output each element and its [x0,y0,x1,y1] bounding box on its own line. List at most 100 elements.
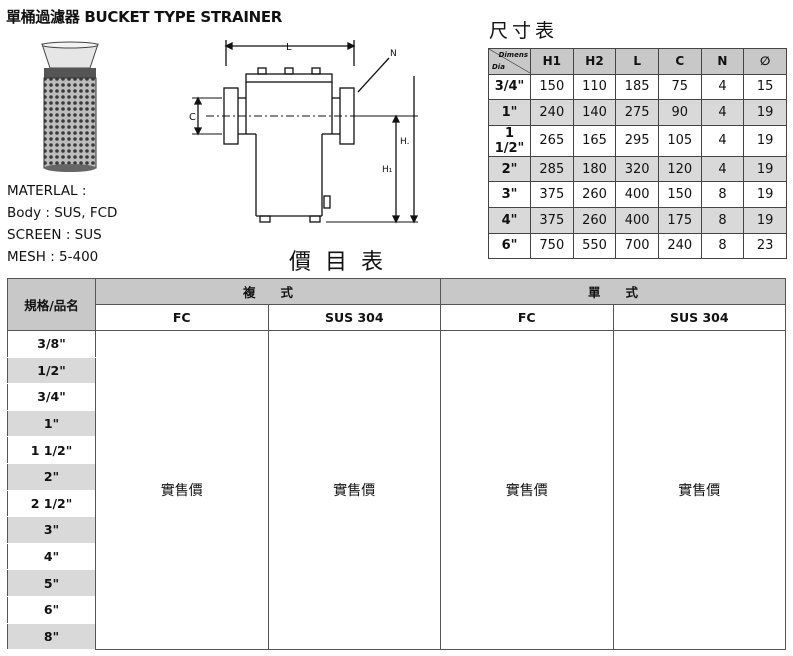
corner-dimens-label: Dimens [498,51,528,60]
material-heading: MATERLAL : [7,183,87,199]
dimension-value-cell: 19 [743,124,787,157]
material-body: Body : SUS, FCD [7,205,118,221]
dimension-value-cell: 400 [615,181,659,208]
price-value-cell: 實售價 [95,329,269,651]
price-value-cell: 實售價 [440,329,614,651]
dimension-value-cell: 4 [700,99,745,126]
sub-header-compound-fc: FC [95,304,269,331]
col-l: L [615,48,659,75]
col-n: N [700,48,745,75]
dimension-value-cell: 4 [700,124,745,157]
dimension-value-cell: 400 [615,206,659,234]
dimension-value-cell: 8 [700,181,745,208]
dimension-value-cell: 15 [743,73,787,101]
dimension-header-row: Dimens Dia H1 H2 L C N ∅ [488,48,787,75]
price-row: 1 1/2" [7,436,786,464]
dimension-value-cell: 90 [657,99,702,126]
dimension-size-cell: 1" [488,99,531,126]
corner-dia-label: Dia [492,63,505,72]
label-H1: H₁ [382,165,393,175]
dimension-value-cell: 75 [657,73,702,101]
sub-header-single-sus304: SUS 304 [612,304,786,331]
label-L: L [286,42,292,53]
dimension-corner-cell: Dimens Dia [488,48,531,75]
sub-header-compound-sus304: SUS 304 [267,304,441,331]
price-size-cell: 3/4" [7,383,96,411]
dimension-value-cell: 4 [700,155,745,183]
group-header-single: 單 式 [440,278,786,305]
dimension-value-cell: 240 [657,232,702,260]
price-size-cell: 3" [7,516,96,544]
group-header-compound: 複 式 [95,278,441,305]
price-row: 4" [7,542,786,571]
price-row: 3/4" [7,383,786,411]
price-row: 5" [7,569,786,597]
dimension-value-cell: 260 [572,206,617,234]
dimension-value-cell: 150 [530,73,574,101]
dimension-size-cell: 1 1/2" [488,124,531,157]
dimension-value-cell: 375 [530,206,574,234]
price-size-cell: 8" [7,622,96,651]
strainer-dimension-diagram: L N C H. H₁ [189,40,419,224]
dimension-value-cell: 19 [743,181,787,208]
dimension-value-cell: 8 [700,232,745,260]
price-value-cell: 實售價 [267,329,441,651]
price-size-cell: 1/2" [7,356,96,385]
col-h2: H2 [572,48,617,75]
dimension-value-cell: 260 [572,181,617,208]
col-h1: H1 [530,48,574,75]
dimension-value-cell: 23 [743,232,787,260]
price-row: 8" [7,622,786,651]
col-diameter: ∅ [743,48,787,75]
dimension-value-cell: 140 [572,99,617,126]
price-table: 規格/品名 複 式 單 式 FC SUS 304 FC SUS 304 3/8"… [7,278,786,651]
price-size-cell: 2" [7,462,96,491]
dimension-value-cell: 110 [572,73,617,101]
dimension-value-cell: 19 [743,206,787,234]
dimension-size-cell: 6" [488,232,531,260]
price-row: 1" [7,409,786,438]
price-size-cell: 5" [7,569,96,597]
label-C: C [189,112,196,123]
strainer-basket-image [41,41,99,172]
price-row: 2 1/2" [7,489,786,518]
dimension-table-title: 尺寸表 [489,20,559,42]
label-H: H. [400,137,409,147]
price-size-cell: 6" [7,595,96,624]
spec-name-header: 規格/品名 [7,278,96,331]
price-row: 3/8"實售價實售價實售價實售價 [7,329,786,651]
price-sub-row: FC SUS 304 FC SUS 304 [8,304,786,331]
dimension-value-cell: 165 [572,124,617,157]
price-row: 3" [7,516,786,544]
dimension-size-cell: 3/4" [488,73,531,101]
material-screen: SCREEN : SUS [7,227,102,243]
dimension-value-cell: 265 [530,124,574,157]
material-mesh: MESH : 5-400 [7,249,99,265]
page-title: 單桶過濾器 BUCKET TYPE STRAINER [6,8,283,26]
price-size-cell: 1" [7,409,96,438]
price-group-row: 規格/品名 複 式 單 式 [7,278,786,331]
price-table-title: 價目表 [289,250,398,275]
dimension-size-cell: 3" [488,181,531,208]
dimension-value-cell: 275 [615,99,659,126]
price-size-cell: 1 1/2" [7,436,96,464]
dimension-value-cell: 750 [530,232,574,260]
dimension-value-cell: 150 [657,181,702,208]
dimension-value-cell: 120 [657,155,702,183]
label-N: N [390,49,397,59]
dimension-size-cell: 2" [488,155,531,183]
dimension-value-cell: 175 [657,206,702,234]
sub-header-single-fc: FC [440,304,614,331]
dimension-value-cell: 19 [743,155,787,183]
dimension-value-cell: 4 [700,73,745,101]
dimension-value-cell: 19 [743,99,787,126]
dimension-value-cell: 185 [615,73,659,101]
col-c: C [657,48,702,75]
